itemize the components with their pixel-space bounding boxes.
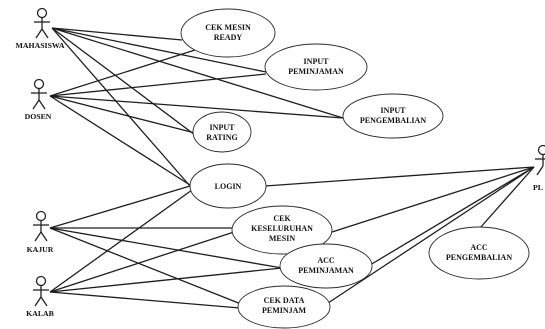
use-case-label: PEMINJAMAN	[288, 67, 344, 76]
assoc-kajur-acc-peminjaman	[49, 227, 283, 269]
use-case-cek-data-peminjam: CEK DATA PEMINJAM	[237, 285, 331, 329]
use-case-label: PEMINJAMAN	[298, 266, 354, 275]
use-case-label: PENGEMBALIAN	[446, 253, 512, 262]
assoc-dosen-cek-mesin-ready	[49, 49, 196, 97]
assoc-kalab-cek-data-peminjam	[49, 291, 241, 309]
assoc-mahasiswa-login	[51, 27, 191, 187]
actor-label: DOSEN	[25, 112, 52, 121]
use-case-acc-pengembalian: ACC PENGEMBALIAN	[428, 226, 530, 280]
actor-label: KAJUR	[27, 245, 54, 254]
use-case-label: ACC	[317, 256, 335, 265]
use-case-cek-mesin-ready: CEK MESIN READY	[180, 8, 276, 58]
associations	[49, 27, 535, 309]
assoc-plp-login	[264, 166, 535, 187]
use-case-label: INPUT	[304, 57, 330, 66]
assoc-kalab-login	[49, 189, 193, 293]
stick-figure-icon	[33, 275, 49, 307]
assoc-plp-cek-keseluruhan-mesin	[331, 166, 535, 233]
assoc-plp-acc-pengembalian	[479, 166, 535, 229]
assoc-dosen-login	[49, 95, 191, 186]
use-case-cek-keseluruhan-mesin: CEK KESELURUHAN MESIN	[231, 205, 333, 255]
actor-label: PL	[533, 183, 543, 192]
use-case-label: ACC	[470, 243, 488, 252]
stick-figure-icon	[535, 144, 545, 176]
actor-kalab: KALAB	[26, 275, 54, 318]
assoc-kajur-login	[49, 185, 191, 229]
actor-dosen: DOSEN	[25, 78, 52, 121]
assoc-dosen-input-pengembalian	[49, 95, 344, 119]
use-case-label: MESIN	[269, 234, 295, 243]
actor-label: MAHASISWA	[16, 41, 65, 50]
use-case-label: CEK MESIN	[205, 23, 251, 32]
assoc-dosen-input-peminjaman	[49, 73, 267, 97]
use-case-label: RATING	[206, 133, 237, 142]
use-case-label: PENGEMBALIAN	[360, 116, 426, 125]
use-case-label: READY	[214, 33, 243, 42]
use-case-label: CEK	[273, 214, 291, 223]
assoc-kajur-cek-data-peminjam	[49, 227, 247, 307]
assoc-mahasiswa-input-pengembalian	[51, 27, 344, 119]
stick-figure-icon	[33, 210, 49, 242]
use-case-login: LOGIN	[189, 163, 267, 209]
use-case-label: CEK DATA	[264, 296, 305, 305]
use-case-label: INPUT	[381, 106, 407, 115]
assoc-plp-cek-data-peminjam	[324, 166, 535, 306]
actor-plp: PL	[533, 144, 545, 192]
stick-figure-icon	[34, 7, 50, 39]
use-case-label: KESELURUHAN	[251, 224, 313, 233]
assoc-dosen-input-rating	[49, 95, 196, 134]
use-case-label: LOGIN	[215, 182, 242, 191]
assoc-plp-acc-peminjaman	[369, 166, 535, 266]
stick-figure-icon	[31, 78, 47, 110]
use-case-input-peminjaman: INPUT PEMINJAMAN	[264, 43, 368, 91]
use-case-label: INPUT	[210, 123, 236, 132]
actor-kajur: KAJUR	[27, 210, 54, 254]
use-case-input-pengembalian: INPUT PENGEMBALIAN	[342, 93, 444, 139]
assoc-kalab-cek-keseluruhan-mesin	[49, 231, 235, 293]
use-case-label: PEMINJAM	[262, 306, 306, 315]
use-case-input-rating: INPUT RATING	[192, 111, 252, 153]
assoc-mahasiswa-input-rating	[51, 27, 196, 136]
actor-mahasiswa: MAHASISWA	[16, 7, 65, 50]
assoc-mahasiswa-cek-mesin-ready	[51, 27, 183, 41]
use-case-acc-peminjaman: ACC PEMINJAMAN	[279, 243, 373, 289]
assoc-mahasiswa-input-peminjaman	[51, 27, 267, 73]
actor-label: KALAB	[26, 309, 54, 318]
assoc-kalab-acc-peminjaman	[49, 267, 283, 293]
